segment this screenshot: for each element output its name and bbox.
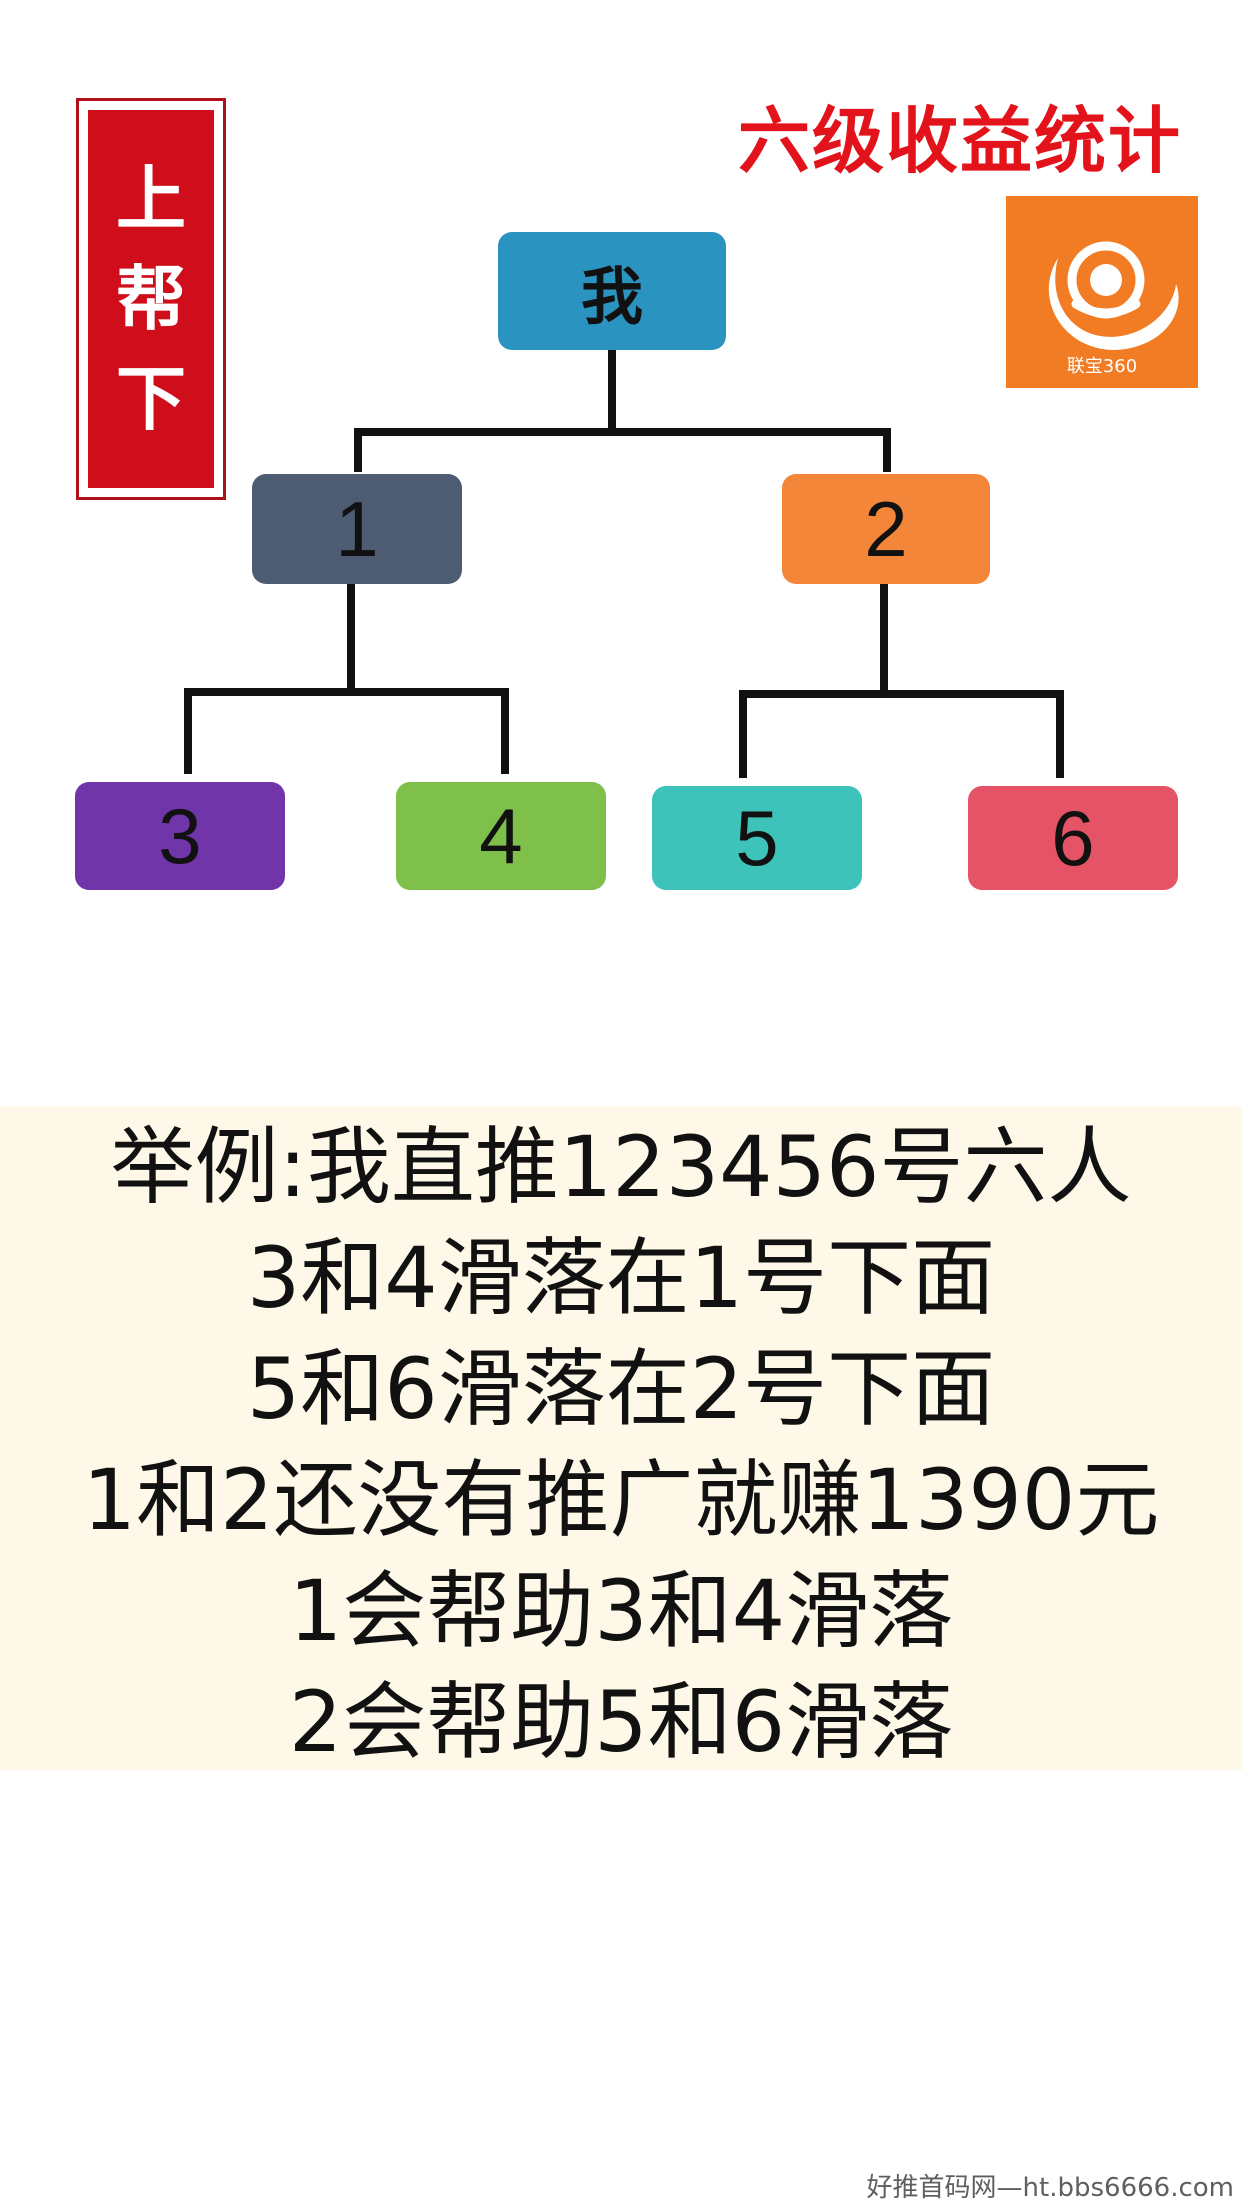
tree-node-label: 4 [479, 791, 523, 880]
tree-node-label: 6 [1051, 793, 1095, 882]
example-line-1: 举例:我直推123456号六人 [110, 1118, 1132, 1216]
stamp-char-3: 下 [116, 358, 186, 440]
tree-node-label: 我 [580, 263, 643, 332]
tree-node-1: 1 [252, 474, 462, 584]
tree-connectors [184, 348, 1064, 778]
example-line-2: 3和4滑落在1号下面 [246, 1229, 996, 1327]
tree-node-6: 6 [968, 786, 1178, 890]
watermark: 好推首码网—ht.bbs6666.com [866, 2173, 1234, 2203]
tree-node-4: 4 [396, 782, 606, 890]
tree-node-3: 3 [75, 782, 285, 890]
tree-node-label: 3 [158, 791, 202, 880]
example-line-3: 5和6滑落在2号下面 [246, 1340, 996, 1438]
lianbao-logo: 联宝360 [1006, 196, 1198, 388]
page-title: 六级收益统计 [737, 99, 1182, 183]
tree-node-5: 5 [652, 786, 862, 890]
tree-node-me: 我 [498, 232, 726, 350]
stamp-inner: 上 帮 下 [88, 110, 214, 488]
tree-node-2: 2 [782, 474, 990, 584]
coin-bowl-icon [1048, 241, 1179, 350]
tree-node-label: 2 [864, 484, 908, 573]
example-line-4: 1和2还没有推广就赚1390元 [82, 1451, 1160, 1549]
example-line-5: 1会帮助3和4滑落 [288, 1562, 954, 1660]
example-text-block: 举例:我直推123456号六人 3和4滑落在1号下面 5和6滑落在2号下面 1和… [0, 1106, 1242, 1771]
tree-node-label: 1 [335, 484, 379, 573]
example-line-6: 2会帮助5和6滑落 [288, 1673, 954, 1771]
vertical-stamp: 上 帮 下 [76, 98, 226, 500]
tree-node-label: 5 [735, 793, 779, 882]
stamp-char-1: 上 [116, 158, 186, 240]
stamp-char-2: 帮 [116, 258, 186, 340]
logo-text: 联宝360 [1066, 356, 1138, 377]
